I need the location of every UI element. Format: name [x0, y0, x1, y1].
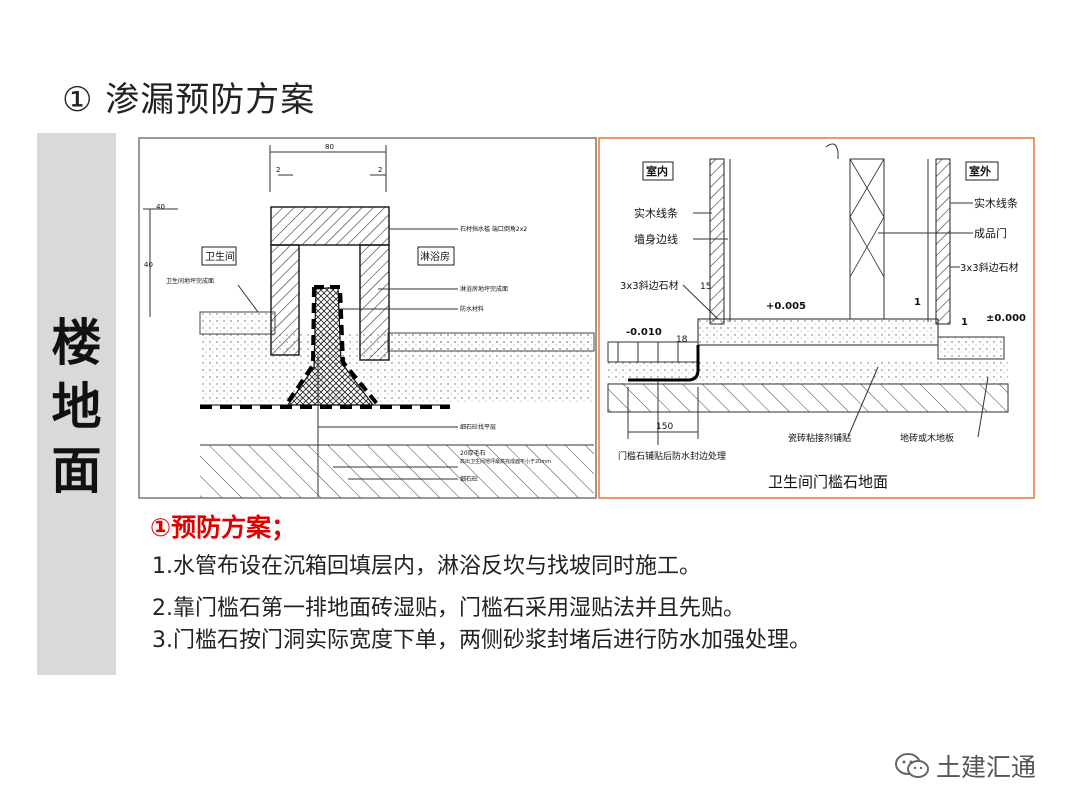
plan-item-1: 1.水管布设在沉箱回填层内，淋浴反坎与找坡同时施工。 [152, 554, 701, 579]
note-concrete: 细石砼 [460, 475, 478, 483]
dim-a: 2 [276, 166, 280, 174]
note-stone: 石材挡水槛 端口倒角2x2 [460, 225, 527, 233]
room-right-label: 淋浴房 [420, 250, 450, 263]
right-detail-drawing: 室内 室外 实木线条 墙身边线 3x3斜边石材 15 -0.010 18 +0.… [598, 137, 1035, 499]
left-detail-drawing: 80 2 2 40 40 卫生间 淋浴房 石材挡水槛 端口倒角2x2 淋浴房地坪… [138, 137, 597, 499]
dim-15: 15 [700, 282, 711, 292]
indoor-label: 室内 [646, 164, 668, 178]
note-rough2: 高出卫生间地坪最高完成面不小于20mm [460, 458, 551, 465]
wood-strip-left: 实木线条 [634, 206, 678, 220]
floor-material: 地砖或木地板 [900, 432, 954, 444]
sidebar-panel: 楼地面 [37, 133, 116, 675]
dim-150: 150 [656, 422, 673, 432]
note-rough: 20厚毛石 [460, 449, 486, 457]
page-title: ① 渗漏预防方案 [62, 80, 316, 120]
drawing-caption: 卫生间门槛石地面 [768, 473, 888, 491]
bevel-right: 3x3斜边石材 [960, 261, 1019, 274]
note-leveling: 细石砼找平层 [460, 423, 496, 431]
note-bath-floor: 卫生间地坪完成面 [166, 277, 214, 285]
wood-strip-right: 实木线条 [974, 196, 1018, 210]
note-shower-floor: 淋浴房地坪完成面 [460, 285, 508, 293]
dim-1a: 1 [914, 297, 921, 308]
plan-item-2: 2.靠门槛石第一排地面砖湿贴，门槛石采用湿贴法并且先贴。 [152, 596, 745, 621]
dim-h: 40 [144, 261, 153, 269]
tile-adhesive: 瓷砖粘接剂铺贴 [788, 432, 851, 444]
plan-item-3: 3.门槛石按门洞实际宽度下单，两侧砂浆封堵后进行防水加强处理。 [152, 628, 811, 653]
room-left-label: 卫生间 [205, 250, 235, 263]
door-label: 成品门 [974, 226, 1007, 240]
dim-side: 40 [156, 203, 165, 211]
threshold-note: 门槛石铺贴后防水封边处理 [618, 450, 726, 462]
note-waterproof: 防水材料 [460, 305, 484, 313]
elev-zero: ±0.000 [986, 313, 1026, 324]
plan-heading: ①预防方案； [150, 513, 297, 542]
sidebar-label: 楼地面 [51, 314, 102, 500]
dim-1b: 1 [961, 317, 968, 328]
dim-18: 18 [676, 335, 688, 345]
watermark-text: 土建汇通 [936, 753, 1037, 782]
wechat-icon [895, 753, 929, 778]
dim-top: 80 [325, 143, 334, 151]
dim-b: 2 [378, 166, 382, 174]
bevel-left: 3x3斜边石材 [620, 279, 679, 292]
wall-edge: 墙身边线 [634, 232, 678, 246]
detail-drawings: 80 2 2 40 40 卫生间 淋浴房 石材挡水槛 端口倒角2x2 淋浴房地坪… [138, 137, 1035, 499]
outdoor-label: 室外 [969, 164, 991, 178]
elev-minus: -0.010 [626, 327, 662, 338]
elev-plus: +0.005 [766, 301, 806, 312]
